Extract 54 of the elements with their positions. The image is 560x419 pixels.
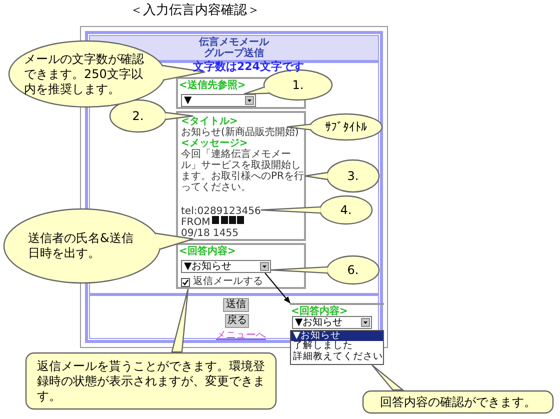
action-button: 戻る <box>225 314 249 328</box>
sender-text: FROM <box>181 217 210 228</box>
field-heading: <タイトル> <box>181 116 238 127</box>
callout-text: 回答内容の確認ができます。 <box>380 394 536 410</box>
callout-pointer <box>162 64 206 80</box>
field-heading: <回答内容> <box>179 246 236 257</box>
callout-bubble <box>309 113 383 141</box>
dropdown-field: ▼お知らせ <box>181 260 271 273</box>
callout-text: 送信者の氏名&送信日時を出す。 <box>28 231 134 261</box>
title-text: お知らせ(新商品販売開始) <box>181 127 299 138</box>
list-option: 詳細教えてください <box>291 352 383 362</box>
callout-text: 3. <box>347 168 359 184</box>
callout-bubble <box>25 352 277 410</box>
form-section <box>176 111 306 241</box>
checkbox-option: 返信メールする <box>181 276 281 288</box>
callout-pointer <box>270 266 328 274</box>
callout-pointer <box>260 206 322 214</box>
arrow <box>264 272 290 304</box>
callout-text: 1. <box>292 78 304 92</box>
callout-text: 返信メールを貰うことができます。環境登録時の状態が表示されますが、変更できます。 <box>37 358 265 404</box>
callout-bubble <box>319 195 373 225</box>
date-time-text: 09/18 1455 <box>181 228 238 239</box>
message-text: 今回「連絡伝言メモメール」サービスを取扱開始します。お取引様へのPRを行ってください。 <box>181 149 305 193</box>
callout-bubble <box>8 40 166 108</box>
callout-text: 2. <box>132 108 144 124</box>
callout-bubble <box>326 255 380 285</box>
callout-text: 4. <box>340 202 352 218</box>
dropdown-field: ▼お知らせ <box>292 316 372 329</box>
page-title: ＜入力伝言内容確認＞ <box>130 3 260 19</box>
callout-text: 6. <box>347 262 359 278</box>
callout-bubble <box>109 99 167 133</box>
character-count-text: 文字数は224文字です <box>193 61 304 72</box>
field-heading: <メッセージ> <box>181 138 248 149</box>
callout-pointer <box>286 124 312 130</box>
field-heading: <送信先参照> <box>179 80 246 91</box>
callout-pointer <box>371 364 404 391</box>
dropdown-field: ▼ <box>181 94 256 107</box>
callout-bubble <box>3 208 161 284</box>
callout-pointer <box>154 232 194 250</box>
callout-pointer <box>171 288 189 353</box>
header-text: 伝言メモメールグループ送信 <box>198 37 270 59</box>
list-option: 了解しました <box>291 341 383 352</box>
phone-text: tel:0289123456 <box>181 206 261 217</box>
form-section <box>176 243 306 289</box>
callout-pointer <box>304 172 328 180</box>
callout-text: メールの文字数が確認できます。250文字以内を推奨します。 <box>24 52 145 96</box>
action-button: 送信 <box>223 298 249 312</box>
callout-text: ｻﾌﾞﾀｲﾄﾙ <box>325 120 367 134</box>
callout-bubble <box>326 159 380 193</box>
field-heading: <回答内容> <box>291 306 348 317</box>
callout-pointer <box>243 86 270 95</box>
selected-option: ▼お知らせ <box>291 331 383 342</box>
callout-pointer <box>164 112 194 120</box>
menu-link: メニューへ <box>216 330 266 342</box>
